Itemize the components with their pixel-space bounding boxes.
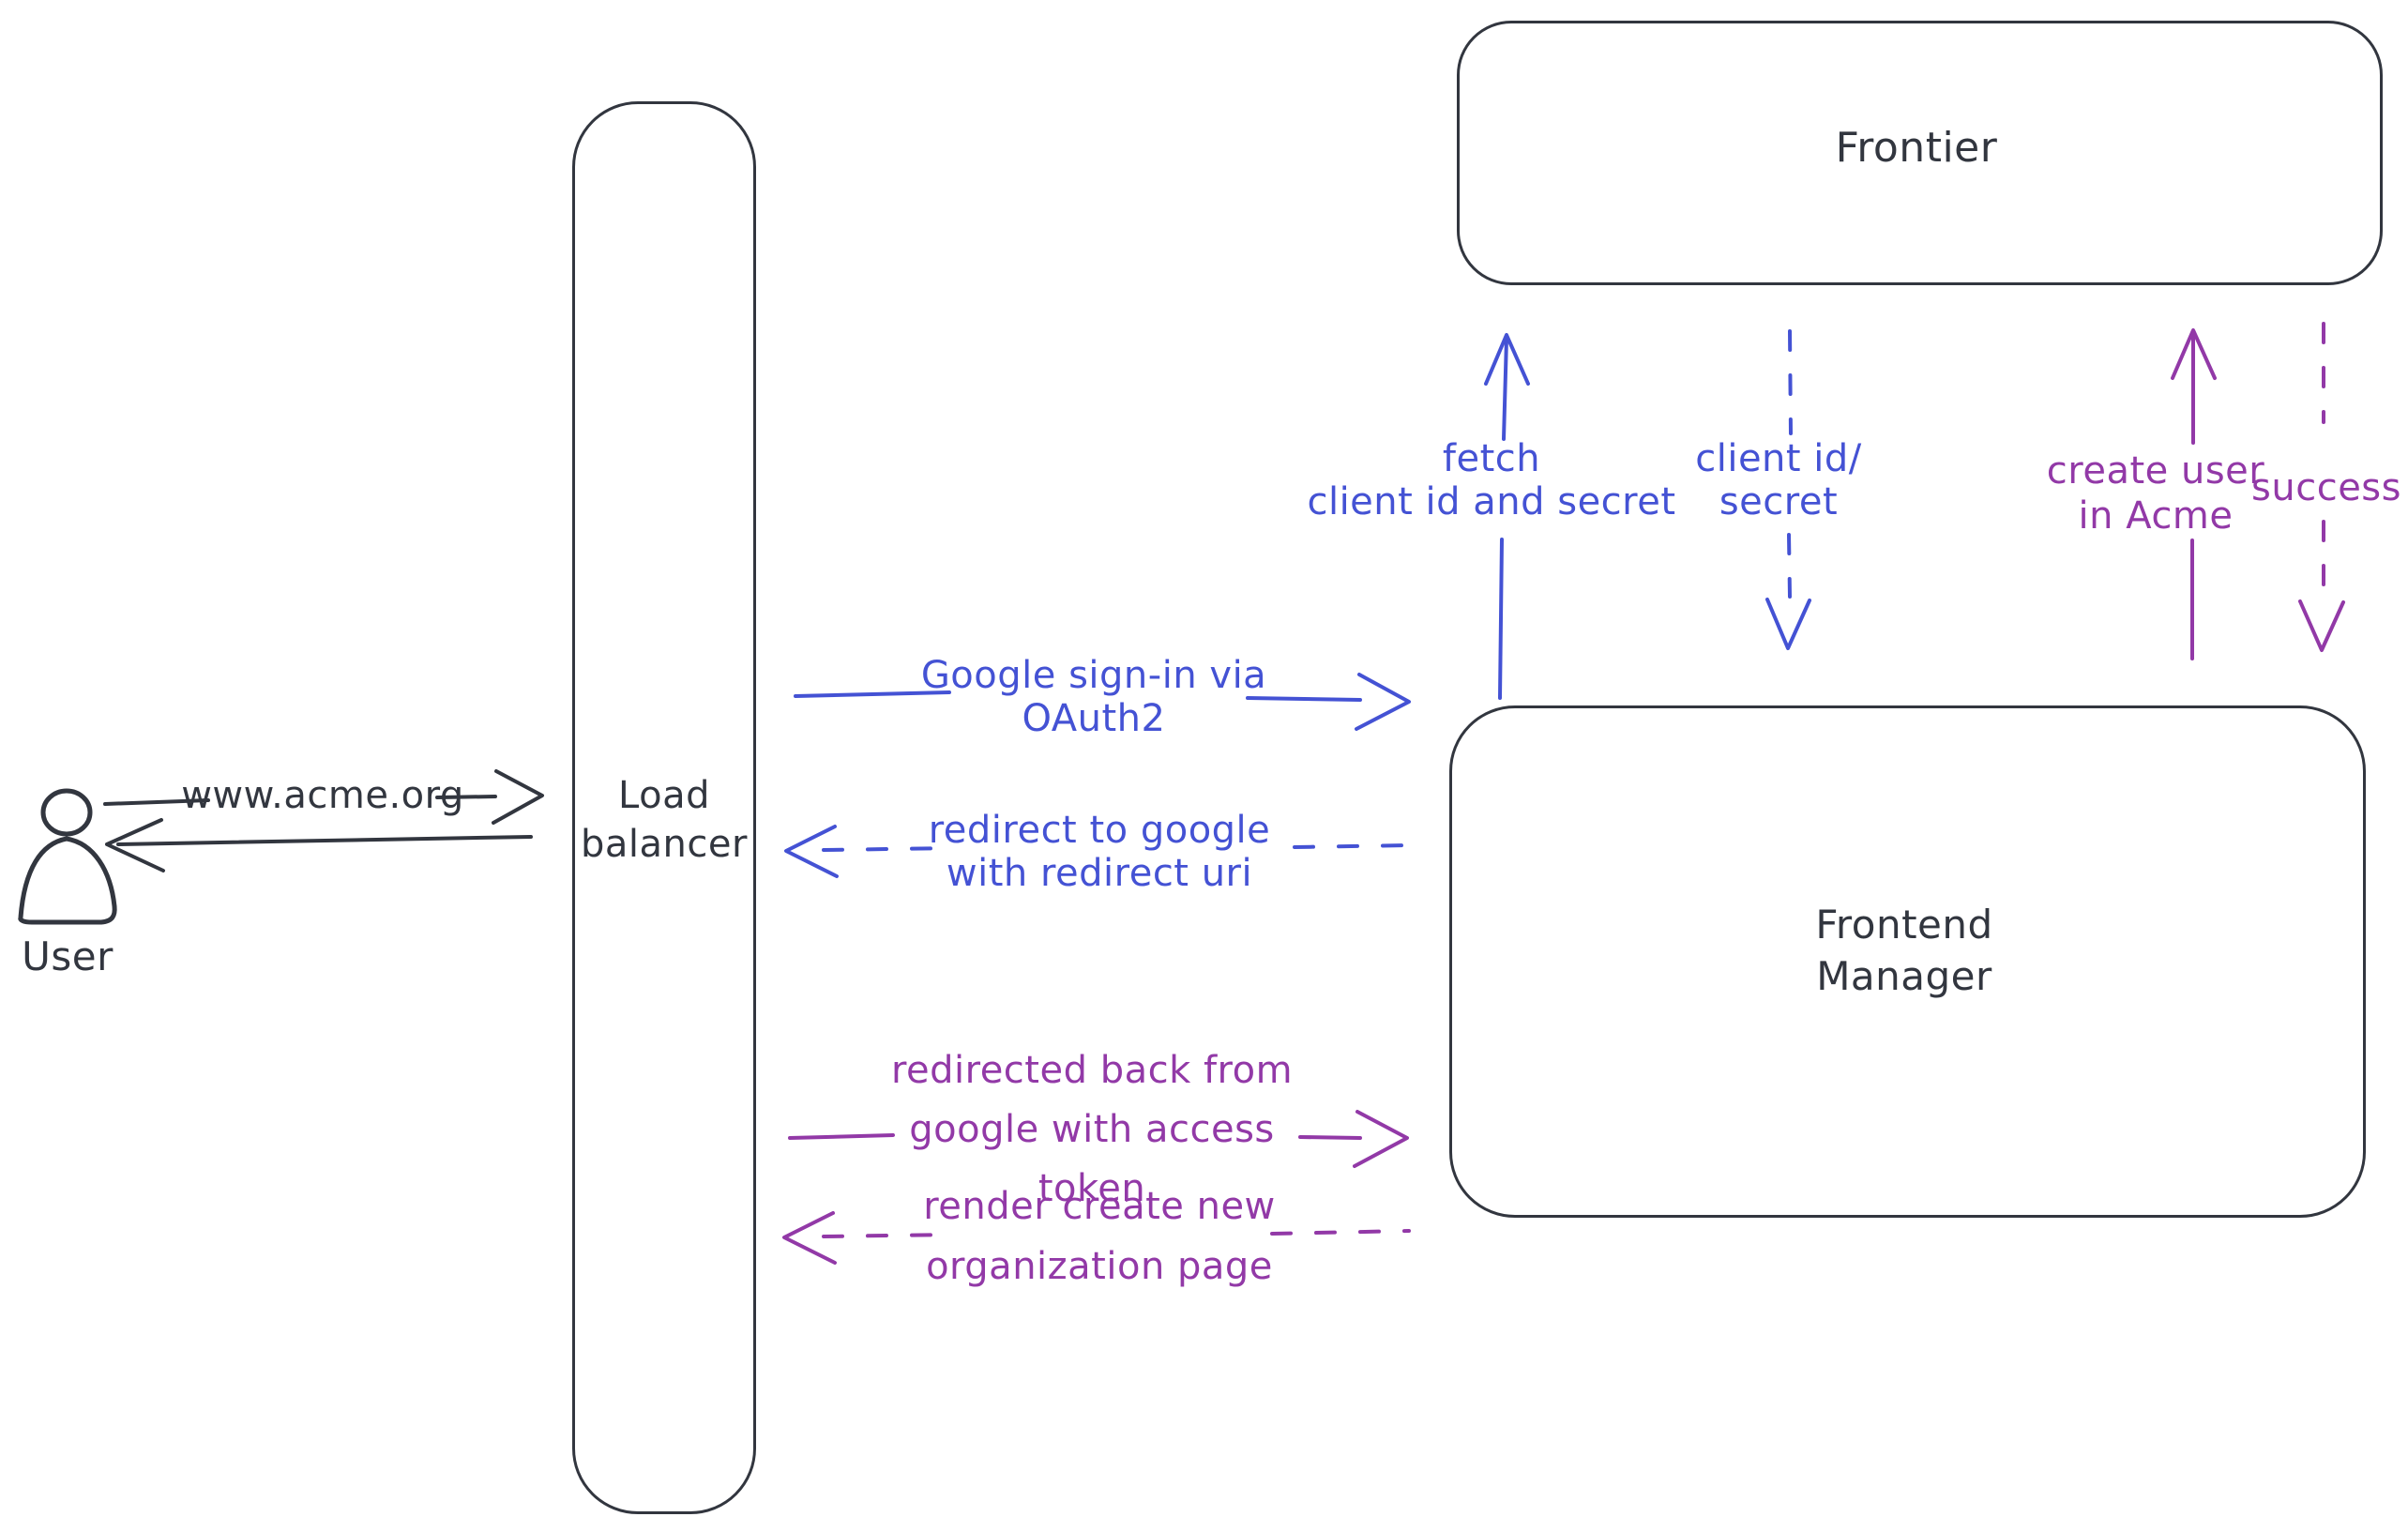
edge-www-acme-label: www.acme.org [181, 774, 464, 817]
edge-redirect-google-label: redirect to google with redirect uri [928, 809, 1271, 895]
edge-return-to-user-arrow [105, 818, 533, 872]
edge-redirect-google-arrow [784, 825, 1411, 878]
edge-client-id-secret-label: client id/ secret [1695, 437, 1862, 523]
edge-google-signin-arrow [794, 673, 1411, 731]
edge-redirected-back-label: redirected back from google with access … [890, 1049, 1294, 1210]
node-frontier [1457, 21, 2383, 285]
frontier-label: Frontier [1835, 124, 1998, 172]
frontend-manager-label: Frontend Manager [1815, 902, 1993, 999]
user-icon [18, 788, 117, 925]
edge-google-signin-label: Google sign-in via OAuth2 [920, 654, 1267, 740]
edge-create-user-arrow [2171, 328, 2217, 660]
node-frontend-manager [1449, 705, 2366, 1218]
edge-fetch-client-label: fetch client id and secret [1307, 437, 1676, 523]
load-balancer-label: Load balancer [581, 774, 748, 866]
edge-create-user-label: create user in Acme [2046, 449, 2265, 538]
edge-success-label: success [2251, 466, 2401, 509]
edge-render-page-label: render create new organization page [923, 1185, 1276, 1288]
user-label: User [22, 933, 114, 979]
edge-success-arrow [2298, 322, 2345, 652]
edge-www-acme-arrow [103, 769, 544, 825]
node-load-balancer [572, 101, 756, 1514]
edge-redirected-back-arrow [788, 1110, 1409, 1168]
edge-fetch-client-arrow [1484, 333, 1530, 700]
edge-client-id-secret-arrow [1765, 329, 1811, 650]
edge-render-page-arrow [782, 1211, 1411, 1265]
